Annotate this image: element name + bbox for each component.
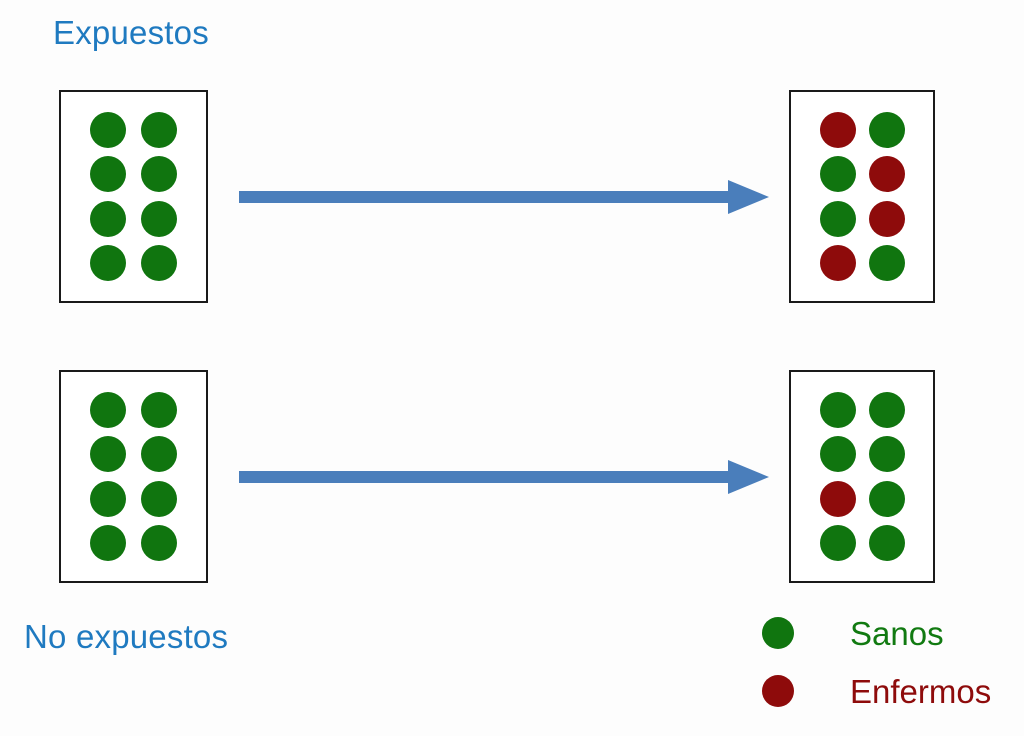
healthy-person-dot (90, 524, 127, 561)
healthy-person-dot (90, 480, 127, 517)
healthy-person-dot (140, 524, 177, 561)
unexposed-after-box (789, 370, 935, 583)
healthy-person-dot (90, 200, 127, 237)
diseased-person-dot (819, 244, 856, 281)
diseased-person-dot (819, 112, 856, 149)
healthy-person-dot (90, 392, 127, 429)
healthy-person-dot (819, 436, 856, 473)
healthy-person-dot (819, 392, 856, 429)
exposed-after-box (789, 90, 935, 303)
unexposed-group-label: No expuestos (24, 618, 229, 655)
dot-grid (61, 372, 206, 581)
healthy-person-dot (140, 156, 177, 193)
healthy-person-dot (868, 436, 905, 473)
legend: Sanos Enfermos (762, 604, 1012, 720)
legend-label-sanos: Sanos (850, 614, 944, 652)
healthy-person-dot (868, 480, 905, 517)
healthy-person-dot (90, 156, 127, 193)
exposed-group-label: Expuestos (53, 14, 209, 51)
legend-item-sanos: Sanos (762, 604, 1012, 662)
healthy-person-dot (819, 200, 856, 237)
healthy-person-dot (140, 480, 177, 517)
healthy-person-dot (90, 112, 127, 149)
diseased-dot-icon (762, 675, 794, 707)
healthy-person-dot (140, 436, 177, 473)
healthy-person-dot (868, 524, 905, 561)
healthy-person-dot (90, 436, 127, 473)
healthy-person-dot (140, 244, 177, 281)
legend-item-enfermos: Enfermos (762, 662, 1012, 720)
healthy-person-dot (819, 524, 856, 561)
healthy-person-dot (90, 244, 127, 281)
dot-grid (791, 372, 933, 581)
unexposed-flow-arrow-icon (239, 456, 769, 498)
healthy-person-dot (140, 392, 177, 429)
healthy-person-dot (140, 112, 177, 149)
diseased-person-dot (868, 156, 905, 193)
healthy-person-dot (868, 392, 905, 429)
diseased-person-dot (819, 480, 856, 517)
healthy-dot-icon (762, 617, 794, 649)
unexposed-before-box (59, 370, 208, 583)
legend-label-enfermos: Enfermos (850, 672, 992, 710)
exposed-flow-arrow-icon (239, 176, 769, 218)
healthy-person-dot (819, 156, 856, 193)
healthy-person-dot (868, 112, 905, 149)
diseased-person-dot (868, 200, 905, 237)
healthy-person-dot (140, 200, 177, 237)
dot-grid (61, 92, 206, 301)
exposed-before-box (59, 90, 208, 303)
dot-grid (791, 92, 933, 301)
healthy-person-dot (868, 244, 905, 281)
